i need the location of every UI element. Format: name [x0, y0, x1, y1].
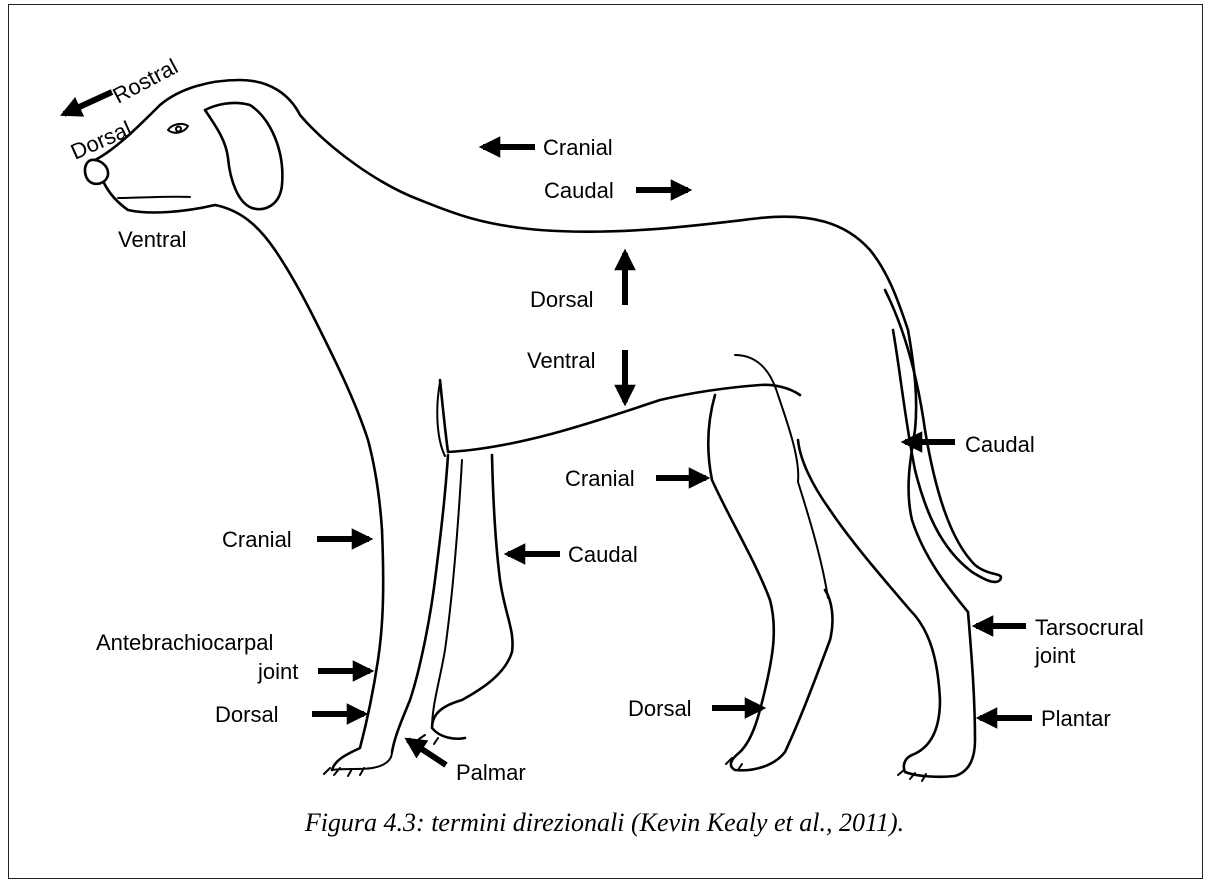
label-palmar: Palmar: [456, 760, 526, 785]
dog-flank-line: [735, 355, 778, 395]
label-cranial-hind: Cranial: [565, 466, 635, 491]
dog-ear: [205, 103, 282, 209]
arrow-palmar: [408, 740, 446, 765]
dog-front-leg-near: [332, 455, 448, 770]
dog-hind-leg-far: [708, 395, 832, 770]
label-dorsal-forepaw: Dorsal: [215, 702, 279, 727]
label-cranial-fore: Cranial: [222, 527, 292, 552]
arrow-rostral: [64, 92, 112, 114]
label-plantar: Plantar: [1041, 706, 1111, 731]
label-antebrachiocarpal-joint: joint: [257, 659, 298, 684]
dog-eye: [168, 124, 188, 133]
label-caudal-top: Caudal: [544, 178, 614, 203]
dog-outline: [85, 80, 1001, 781]
dog-hind-leg-far-inner: [726, 395, 828, 770]
label-antebrachiocarpal: Antebrachiocarpal: [96, 630, 273, 655]
label-cranial-top: Cranial: [543, 135, 613, 160]
label-dorsal-mid: Dorsal: [530, 287, 594, 312]
dog-belly: [440, 380, 800, 452]
figure-caption: Figura 4.3: termini direzionali (Kevin K…: [0, 808, 1209, 838]
dog-mouth: [118, 197, 190, 198]
label-ventral-mid: Ventral: [527, 348, 596, 373]
label-ventral-head: Ventral: [118, 227, 187, 252]
label-tarsocrural-joint: joint: [1034, 643, 1075, 668]
label-tarsocrural: Tarsocrural: [1035, 615, 1144, 640]
dog-hind-leg-near: [798, 330, 975, 777]
dog-nose: [85, 160, 108, 184]
label-rostral: Rostral: [109, 54, 182, 109]
label-dorsal-hindpaw: Dorsal: [628, 696, 692, 721]
label-caudal-fore: Caudal: [568, 542, 638, 567]
label-caudal-tail: Caudal: [965, 432, 1035, 457]
